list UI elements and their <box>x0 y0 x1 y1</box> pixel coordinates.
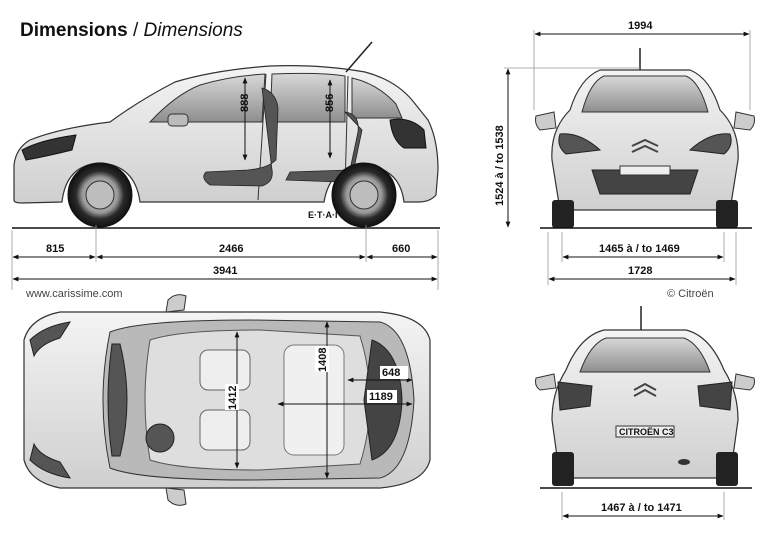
width-with-mirrors-label: 1994 <box>628 20 653 32</box>
front-view-car <box>535 48 755 228</box>
rear-headroom-label: 856 <box>324 94 336 112</box>
elbow-width-label: 1412 <box>227 386 239 410</box>
front-view-dimensions: 1994 1524 à / to 1538 1465 à / to 1469 1… <box>494 20 751 285</box>
side-view-car: E·T·A·I <box>13 41 439 228</box>
title-sub: Dimensions <box>143 20 243 41</box>
height-label: 1524 à / to 1538 <box>494 125 506 206</box>
rear-badge: CITROËN C3 <box>619 427 674 437</box>
front-overhang-label: 815 <box>46 243 64 255</box>
rear-view-dimensions: 1467 à / to 1471 <box>561 492 725 520</box>
overall-length-label: 3941 <box>213 265 237 277</box>
rear-overhang-label: 660 <box>392 243 410 255</box>
overall-width-label: 1728 <box>628 265 652 277</box>
front-headroom-label: 888 <box>239 94 251 112</box>
title-main: Dimensions <box>20 20 128 41</box>
length-dimensions: 815 2466 660 3941 <box>11 225 439 290</box>
rear-cabin-label: 1189 <box>369 391 393 403</box>
diagram-title: Dimensions / Dimensions <box>20 20 243 42</box>
rear-view-car: CITROËN C3 <box>535 306 755 486</box>
side-badge: E·T·A·I <box>308 210 338 220</box>
wheelbase-label: 2466 <box>219 243 243 255</box>
watermark-copyright: © Citroën <box>667 288 714 300</box>
top-view-dimensions: 1408 1412 648 1189 <box>225 321 413 479</box>
cabin-width-label: 1408 <box>317 348 329 372</box>
boot-depth-label: 648 <box>382 367 400 379</box>
headroom-dimensions: 888 856 <box>239 77 336 161</box>
front-track-label: 1465 à / to 1469 <box>599 243 680 255</box>
title-separator: / <box>127 20 144 41</box>
rear-track-label: 1467 à / to 1471 <box>601 502 682 514</box>
watermark-site: www.carissime.com <box>26 288 123 300</box>
